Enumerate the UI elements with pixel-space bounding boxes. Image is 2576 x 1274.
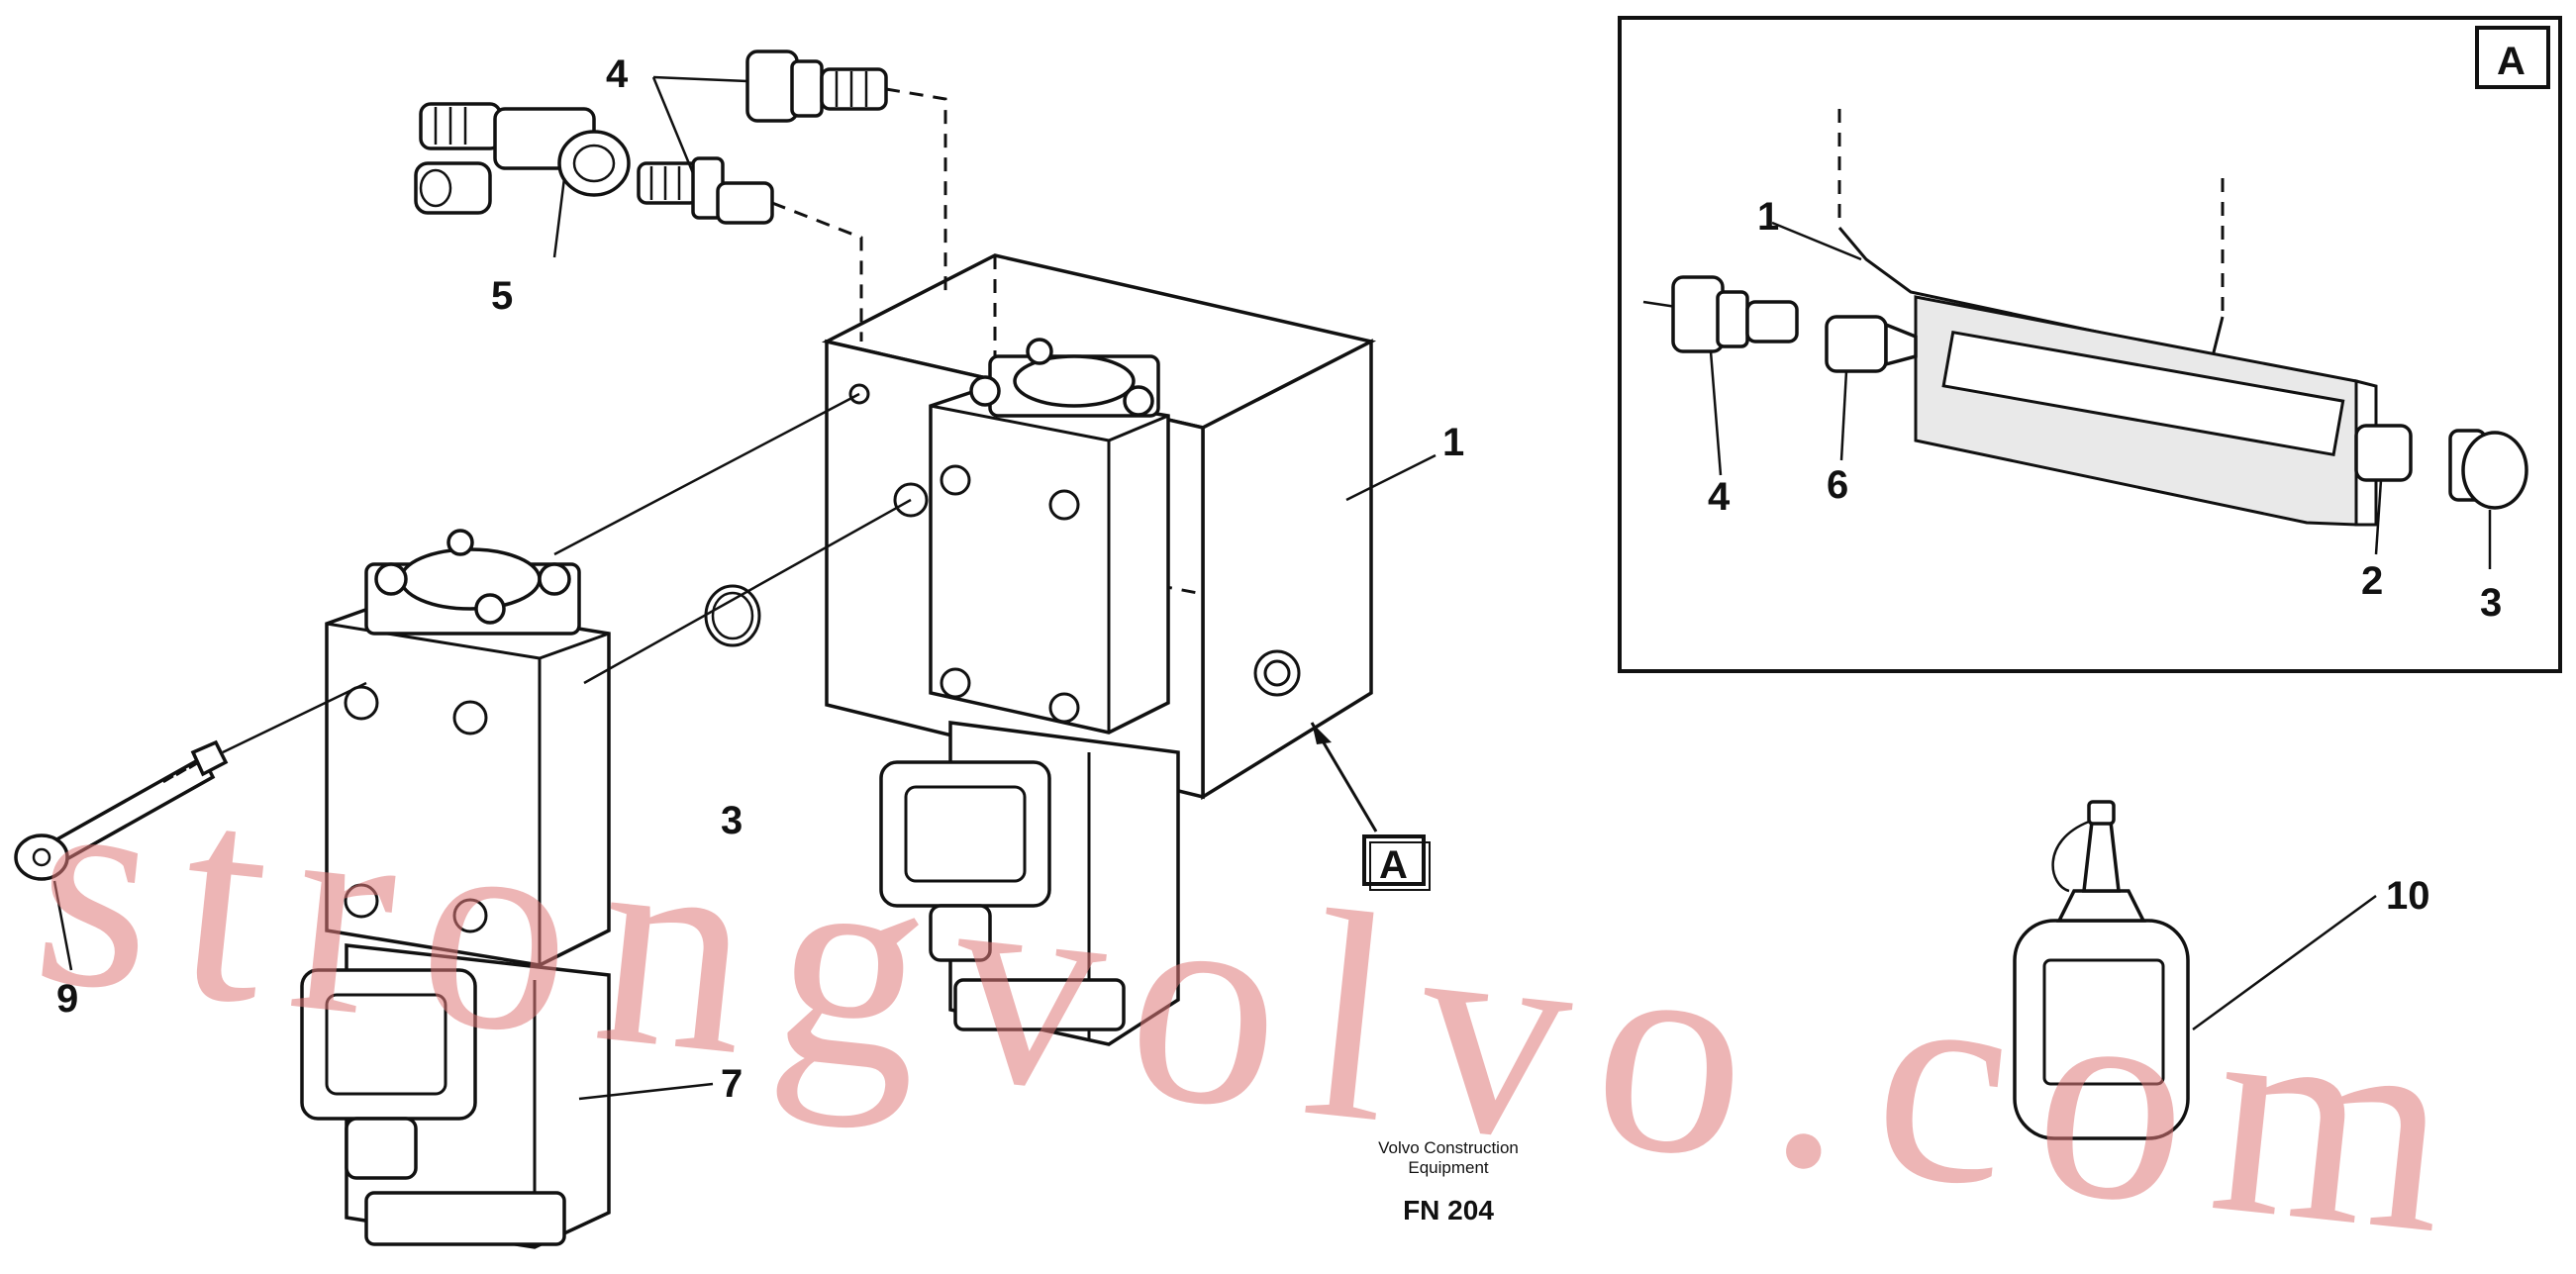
caption-company-line1: Volvo Construction (1378, 1138, 1519, 1157)
detail-label: A (2497, 40, 2526, 83)
callout-4: 4 (606, 52, 629, 96)
callout-9: 9 (56, 977, 78, 1021)
fitting-lower (637, 156, 774, 225)
detail-callout-3: 3 (2480, 581, 2502, 625)
callout-3: 3 (721, 799, 743, 842)
thread-locker-bottle (2013, 800, 2190, 1140)
detail-callout-1: 1 (1757, 195, 1779, 239)
detail-callout-2: 2 (2361, 559, 2383, 603)
figure-number: FN 204 (1403, 1195, 1494, 1225)
detail-callout-4: 4 (1708, 475, 1731, 519)
detail-callout-6: 6 (1827, 463, 1848, 507)
detail-reference-box (1362, 834, 1431, 891)
detail-fitting (1671, 275, 1799, 353)
callout-1: 1 (1442, 421, 1464, 464)
callout-7: 7 (721, 1062, 743, 1106)
callout-a-ref: A (1379, 843, 1408, 887)
detail-plug-large (2448, 429, 2528, 510)
tee-fitting (414, 102, 631, 215)
bolt (14, 739, 229, 881)
solenoid-valve-detached (300, 529, 611, 1249)
detail-restrictor (1825, 315, 1918, 373)
solenoid-valve-front (879, 338, 1180, 1046)
o-ring (704, 584, 761, 647)
callout-10: 10 (2386, 874, 2430, 918)
detail-view-a (1618, 16, 2562, 673)
fitting-upper (745, 49, 888, 123)
caption-company-line2: Equipment (1408, 1158, 1489, 1177)
callout-5: 5 (491, 274, 513, 318)
detail-plug-small (2354, 424, 2413, 482)
